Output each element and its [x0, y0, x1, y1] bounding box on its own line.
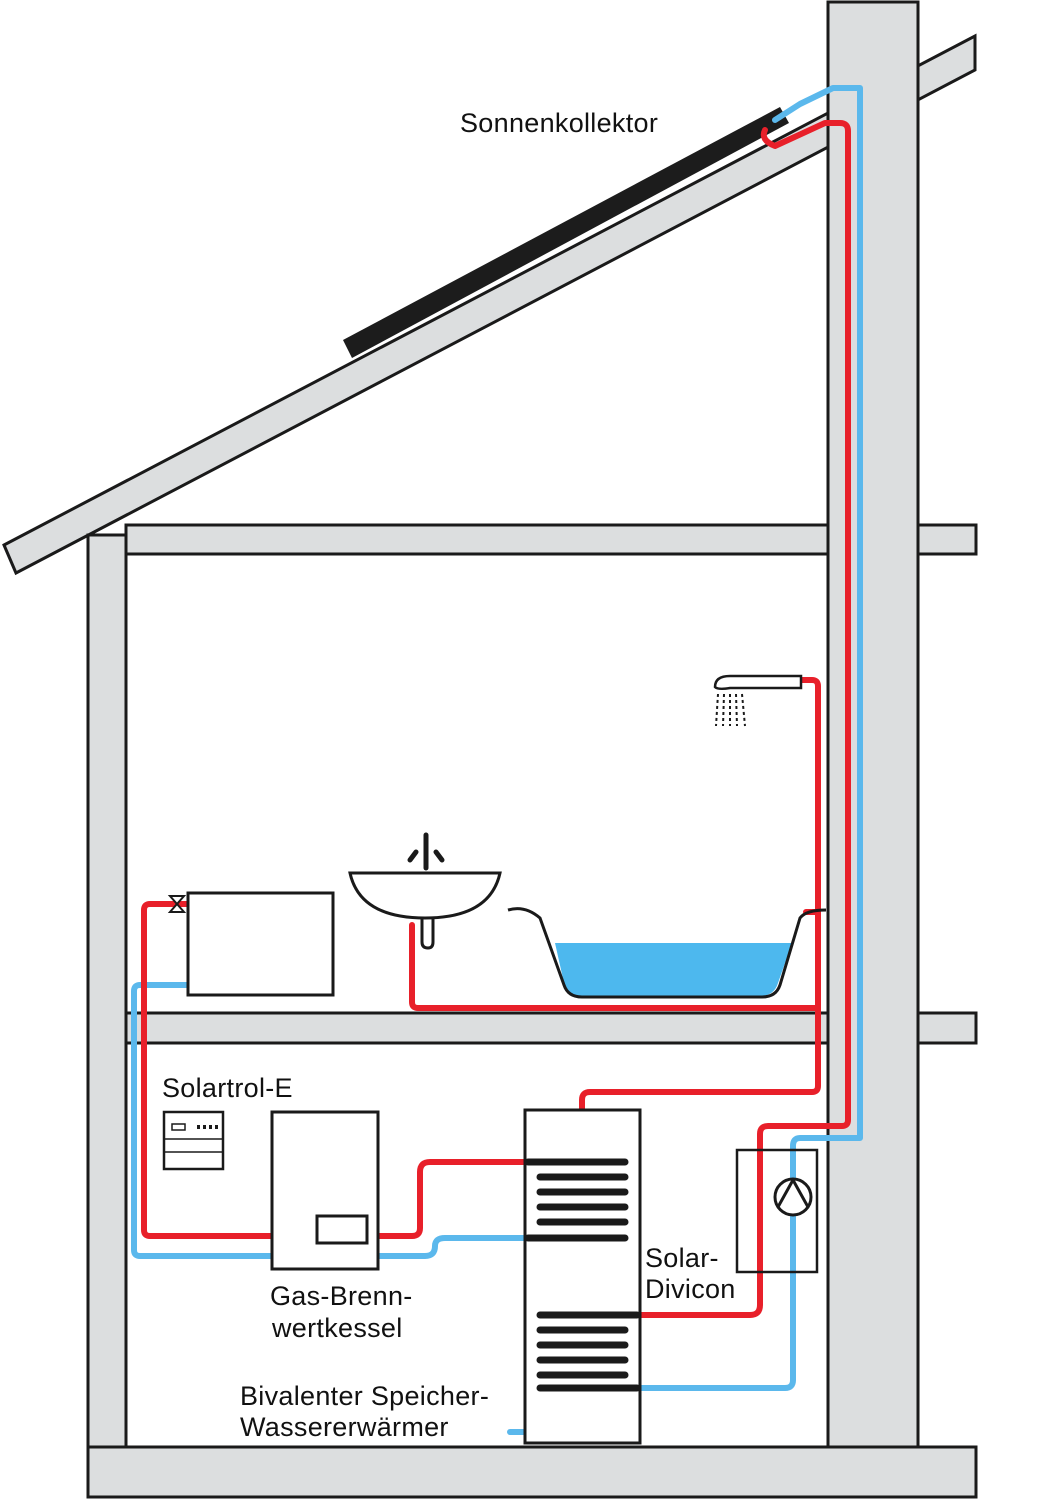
bathtub-shell — [507, 907, 827, 999]
solar-collector — [343, 107, 789, 358]
washbasin-bowl — [348, 871, 502, 920]
middle-floor-right — [916, 1011, 978, 1045]
radiator-valve-icon — [167, 895, 187, 913]
heating-flow-pipe — [141, 901, 275, 1239]
washbasin — [348, 832, 502, 950]
solar-return-pipe — [637, 85, 863, 1391]
pump-arrow — [776, 1178, 810, 1208]
pump-label-line1: Solar- — [645, 1243, 719, 1273]
roof — [2, 33, 977, 576]
boiler-label-line2: wertkessel — [272, 1313, 403, 1343]
middle-floor — [124, 1011, 830, 1045]
left-wall — [86, 533, 128, 1449]
solar-divicon — [735, 1148, 819, 1274]
bath-supply-pipe — [409, 922, 821, 1011]
washbasin-drain — [420, 918, 435, 950]
radiator — [186, 891, 335, 997]
ground-floor — [86, 1445, 978, 1499]
bathtub — [507, 907, 827, 999]
bathtub-water — [555, 943, 792, 996]
boiler-label-line1: Gas-Brenn- — [270, 1281, 413, 1311]
controller-buttons — [197, 1125, 218, 1129]
faucet-icon — [407, 832, 445, 871]
boiler-flow-pipe — [375, 1159, 528, 1239]
gas-boiler — [270, 1110, 380, 1271]
controller-label: Solartrol-E — [162, 1073, 293, 1103]
lower-heat-exchanger — [536, 1311, 641, 1392]
storage-label-line2: Wassererwärmer — [240, 1412, 449, 1442]
solar-flow-pipe — [637, 120, 851, 1318]
storage-label-line1: Bivalenter Speicher- — [240, 1381, 490, 1411]
collector-label: Sonnenkollektor — [460, 108, 659, 138]
controller-display — [171, 1123, 186, 1131]
pump-icon — [773, 1177, 813, 1217]
attic-floor — [124, 523, 830, 556]
storage-tank — [523, 1108, 642, 1445]
heating-return-pipe — [131, 982, 528, 1259]
boiler-control-panel — [315, 1214, 369, 1245]
attic-floor-right — [916, 523, 978, 556]
solartrol-controller — [162, 1110, 225, 1171]
cold-pipes — [131, 85, 863, 1435]
hot-pipes — [141, 120, 851, 1318]
pump-label-line2: Divicon — [645, 1274, 736, 1304]
chimney — [826, 0, 920, 1449]
upper-heat-exchanger — [524, 1158, 629, 1242]
shower-head-icon — [713, 674, 803, 727]
building-structure — [2, 0, 978, 1499]
hot-water-pipe — [579, 677, 821, 1113]
